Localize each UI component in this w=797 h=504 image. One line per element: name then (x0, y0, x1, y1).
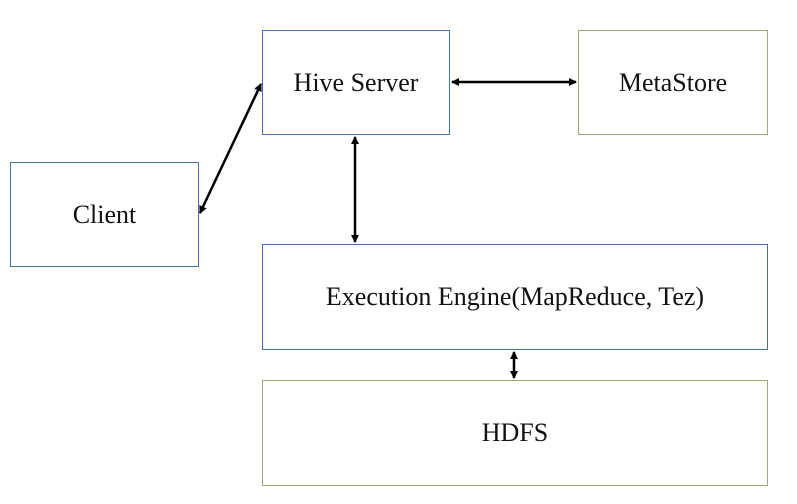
hdfs-box: HDFS (262, 380, 768, 486)
metastore-box: MetaStore (578, 30, 768, 135)
hdfs-label: HDFS (481, 418, 549, 447)
metastore-label: MetaStore (618, 67, 728, 97)
client-box: Client (10, 162, 199, 267)
hive-server-label: Hive Server (293, 67, 419, 97)
execution-engine-box: Execution Engine(MapReduce, Tez) (262, 244, 768, 350)
hive-server-box: Hive Server (262, 30, 450, 135)
execution-engine-label: Execution Engine(MapReduce, Tez) (325, 282, 705, 311)
client-label: Client (72, 199, 137, 229)
arrow-client-hive (198, 83, 263, 214)
